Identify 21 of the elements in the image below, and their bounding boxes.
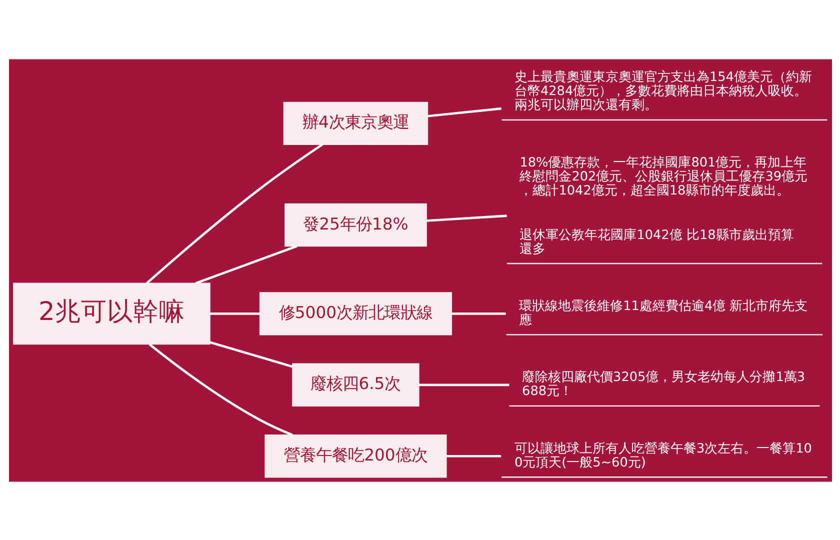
connector <box>426 214 506 222</box>
connector <box>209 312 260 314</box>
connector <box>446 454 501 457</box>
node-text: 史上最貴奧運東京奧運官方支出為154億美元（約新台幣4284億元），多數花費將由日本納稅人吸收。兩兆可以辦四次還有剩。 <box>514 70 812 113</box>
connector <box>426 106 501 117</box>
node-box: 廢核四6.5次 <box>292 362 419 406</box>
connector <box>418 383 509 386</box>
node-box: 2兆可以幹嘛 <box>12 282 210 344</box>
node-box: 修5000次新北環狀線 <box>258 292 452 335</box>
connector <box>194 244 297 284</box>
node-box: 辦4次東京奧運 <box>282 101 428 144</box>
node-text: 廢除核四廠代價3205億，男女老幼每人分攤1萬3688元！ <box>522 370 805 399</box>
node-text: 18%優惠存款，一年花掉國庫801億元，再加上年終慰問金202億元、公股銀行退休員工優存39億元，總計1042億元，超全國18縣市的年度歲出。 退休軍公教年花國庫1042億 比18縣市歲出預算還多 <box>519 154 808 256</box>
node-box: 發25年份18% <box>284 202 426 246</box>
node-text: 環狀線地震後維修11處經費估逾4億 新北市府先支應 <box>518 298 808 328</box>
node-box: 營養午餐吃200億次 <box>264 434 446 478</box>
connector <box>208 340 292 368</box>
connector <box>451 312 506 314</box>
connector <box>148 342 292 436</box>
connector <box>146 142 323 284</box>
node-text: 可以讓地球上所有人吃營養午餐3次左右。一餐算100元頂天(一般5~60元) <box>514 440 812 470</box>
